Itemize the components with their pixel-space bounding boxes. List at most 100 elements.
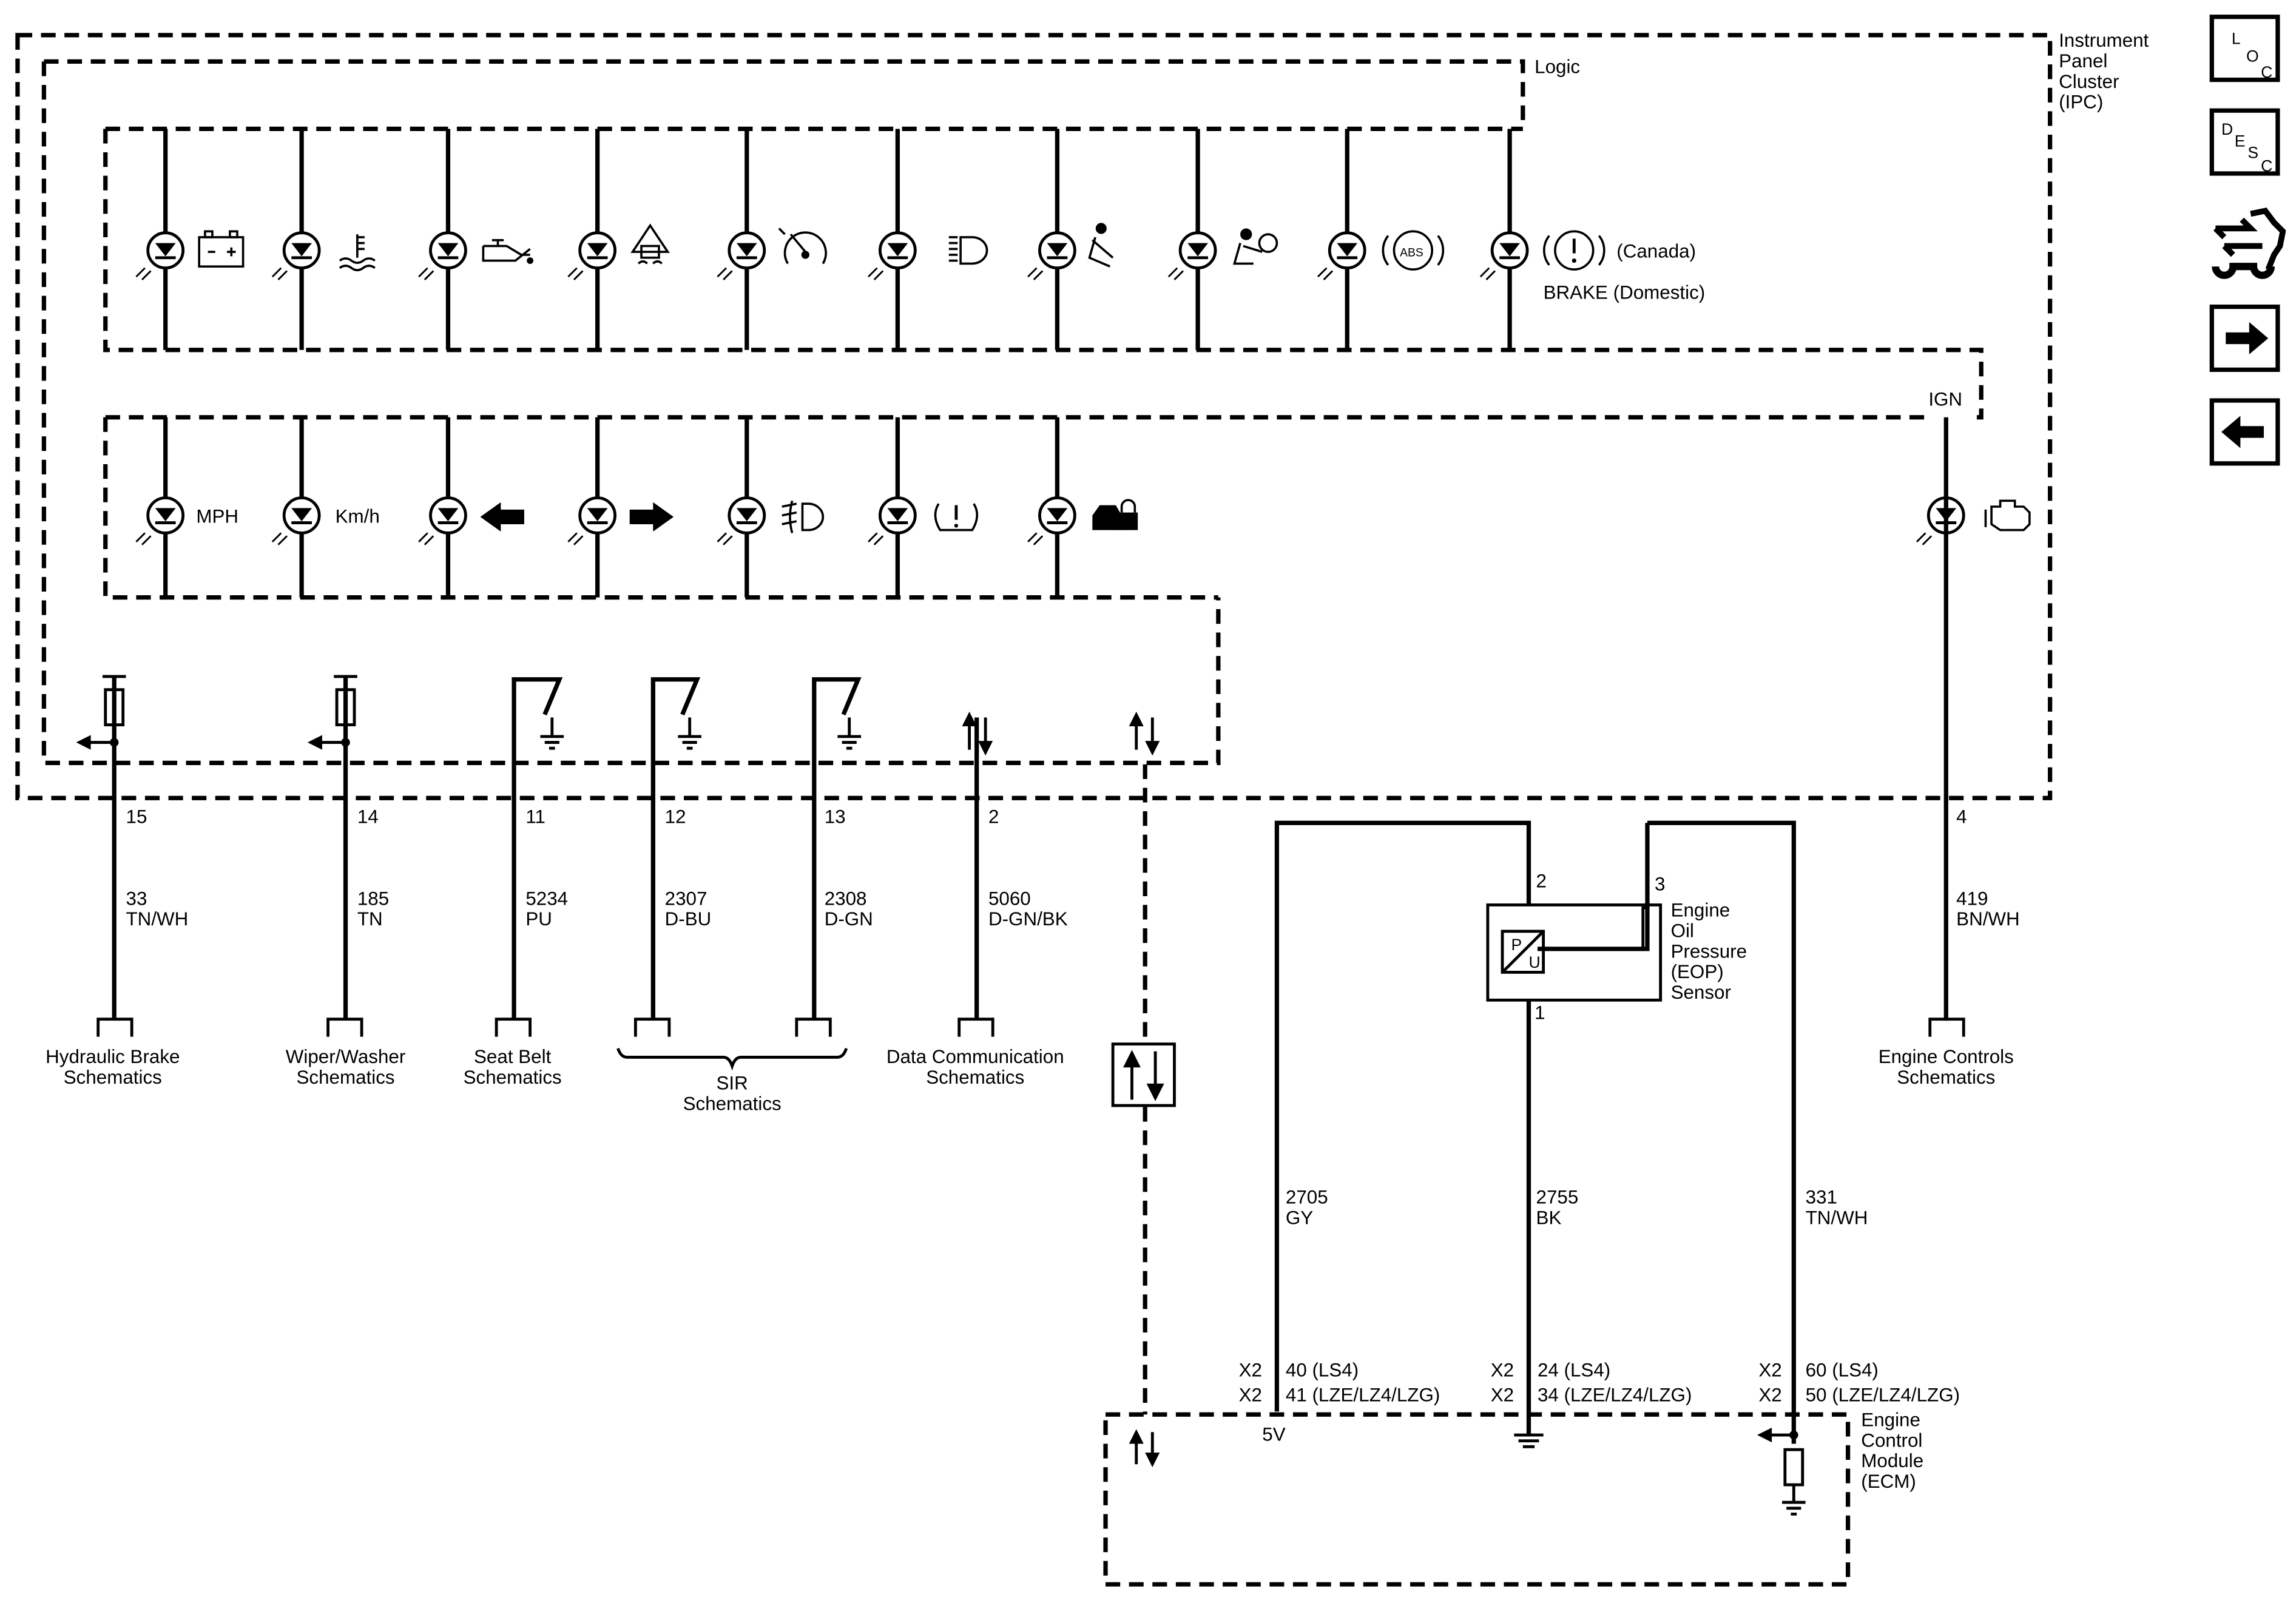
wire-4-circuit: 419 <box>1956 888 1988 909</box>
wire-13-color: D-GN <box>825 908 873 930</box>
data-comm-ecm-link <box>1111 711 1176 1415</box>
turn-right-icon <box>629 502 674 532</box>
desc-letter-e: E <box>2235 132 2246 150</box>
ecm-label-1: Engine <box>1861 1409 1920 1431</box>
wire-12-circuit: 2307 <box>665 888 707 909</box>
ecm-label-4: (ECM) <box>1861 1471 1916 1492</box>
led-lamp-abs-icon <box>1317 231 1366 280</box>
airbag-icon <box>1233 228 1278 265</box>
led-lamp-coolant-temp-icon <box>271 231 321 280</box>
svg-text:Schematics: Schematics <box>296 1067 394 1088</box>
ecm-gy-pin-2: 41 (LZE/LZ4/LZG) <box>1286 1385 1440 1406</box>
pin-14: 14 <box>357 806 379 827</box>
svg-text:Data Communication: Data Communication <box>886 1046 1064 1067</box>
arrow-left-icon <box>2221 416 2264 448</box>
wire-bk-circuit: 2755 <box>1536 1187 1579 1208</box>
data-comm-link <box>962 711 993 1019</box>
ecm-data-link <box>1129 1429 1160 1468</box>
svg-text:Schematics: Schematics <box>926 1067 1024 1088</box>
eop-pin-2: 2 <box>1536 870 1547 891</box>
wire-13-circuit: 2308 <box>825 888 867 909</box>
svg-text:Schematics: Schematics <box>64 1067 162 1088</box>
ipc-title-line1: Instrument <box>2059 30 2149 51</box>
high-beam-icon <box>948 236 988 265</box>
mph-label: MPH <box>196 506 238 527</box>
loc-letter-o: O <box>2246 47 2259 65</box>
led-lamp-turn-right-icon <box>567 496 616 545</box>
brake-canada-label: (Canada) <box>1616 241 1696 262</box>
ecm-bk-pin-1: 24 (LS4) <box>1538 1360 1610 1381</box>
ecm-bk-ground <box>1514 1433 1544 1448</box>
led-lamp-mph-lamp <box>135 496 185 545</box>
ecm-label-2: Control <box>1861 1430 1922 1451</box>
led-lamp-check-engine-icon <box>1916 496 1965 545</box>
led-lamp-fog-lamp-icon <box>717 496 766 545</box>
desc-letter-c: C <box>2261 157 2272 175</box>
led-lamp-traction-control-icon <box>567 231 616 280</box>
led-lamp-brake-warning-icon <box>1479 231 1529 280</box>
lamp-box-2-bottom <box>103 417 1218 600</box>
ecm-bk-conn-2: X2 <box>1491 1385 1514 1406</box>
battery-icon <box>198 230 245 268</box>
connector-repair-icon <box>2212 208 2286 279</box>
ecm-signal-input <box>1757 1427 1806 1516</box>
pin-4: 4 <box>1956 806 1967 827</box>
hydraulic-brake-link[interactable]: Hydraulic Brake Schematics <box>46 1046 180 1088</box>
check-engine-icon <box>1984 499 2031 532</box>
ecm-gy-conn-1: X2 <box>1239 1360 1262 1381</box>
desc-button[interactable]: D E S C <box>2209 108 2280 176</box>
led-lamp-kmh-lamp <box>271 496 321 545</box>
ecm-bk-conn-1: X2 <box>1491 1360 1514 1381</box>
wire-bk-color: BK <box>1536 1207 1562 1229</box>
ecm-tn-conn-1: X2 <box>1758 1360 1781 1381</box>
desc-letter-s: S <box>2247 144 2258 162</box>
eop-label-3: Pressure <box>1671 940 1747 962</box>
wire-4-color: BN/WH <box>1956 908 2020 930</box>
svg-text:Seat Belt: Seat Belt <box>474 1046 552 1067</box>
wiper-washer-output <box>307 675 357 1019</box>
fog-lamp-icon <box>782 500 825 533</box>
data-communication-link[interactable]: Data Communication Schematics <box>886 1046 1064 1088</box>
cruise-control-icon <box>778 228 827 265</box>
kmh-label: Km/h <box>336 506 380 527</box>
ecm-bk-pin-2: 34 (LZE/LZ4/LZG) <box>1538 1385 1692 1406</box>
lamp-box-1-bottom <box>103 129 1984 420</box>
data-link-connector-icon <box>1111 1042 1176 1107</box>
logic-label: Logic <box>1535 56 1580 78</box>
pin-2: 2 <box>988 806 999 827</box>
pin-11: 11 <box>525 806 545 827</box>
previous-page-button[interactable] <box>2209 398 2280 466</box>
wire-12-color: D-BU <box>665 908 712 930</box>
pin-13: 13 <box>825 806 846 827</box>
connector-repair-button[interactable] <box>2210 202 2286 281</box>
wiper-washer-link[interactable]: Wiper/Washer Schematics <box>286 1046 405 1088</box>
seat-belt-link[interactable]: Seat Belt Schematics <box>464 1046 562 1088</box>
svg-text:Schematics: Schematics <box>464 1067 562 1088</box>
turn-left-icon <box>480 502 524 532</box>
ecm-tn-pin-1: 60 (LS4) <box>1806 1360 1879 1381</box>
ecm-boundary <box>1103 1412 1851 1587</box>
loc-letter-c: C <box>2261 63 2272 81</box>
loc-button[interactable]: L O C <box>2209 15 2280 83</box>
sir-input-2 <box>812 677 862 1019</box>
logic-boundary-top <box>44 59 1525 129</box>
svg-text:Engine Controls: Engine Controls <box>1879 1046 2014 1067</box>
ipc-title-line4: (IPC) <box>2059 92 2103 113</box>
svg-text:Hydraulic Brake: Hydraulic Brake <box>46 1046 180 1067</box>
led-lamp-tire-pressure-icon <box>868 496 917 545</box>
engine-controls-link[interactable]: Engine Controls Schematics <box>1879 1046 2014 1088</box>
ecm-label-3: Module <box>1861 1450 1923 1471</box>
eop-u: U <box>1528 953 1540 971</box>
ecm-gy-pin-1: 40 (LS4) <box>1286 1360 1359 1381</box>
eop-pin-3: 3 <box>1655 873 1665 894</box>
pin-15: 15 <box>126 806 147 827</box>
abs-icon: ABS <box>1382 230 1445 271</box>
led-lamp-high-beam-icon <box>868 231 917 280</box>
logic-boundary-outer <box>41 61 1221 765</box>
eop-sensor <box>1274 820 1796 1444</box>
ecm-gy-conn-2: X2 <box>1239 1385 1262 1406</box>
brake-warning-icon <box>1543 230 1606 271</box>
next-page-button[interactable] <box>2209 304 2280 372</box>
sir-link[interactable]: SIR Schematics <box>683 1072 782 1114</box>
